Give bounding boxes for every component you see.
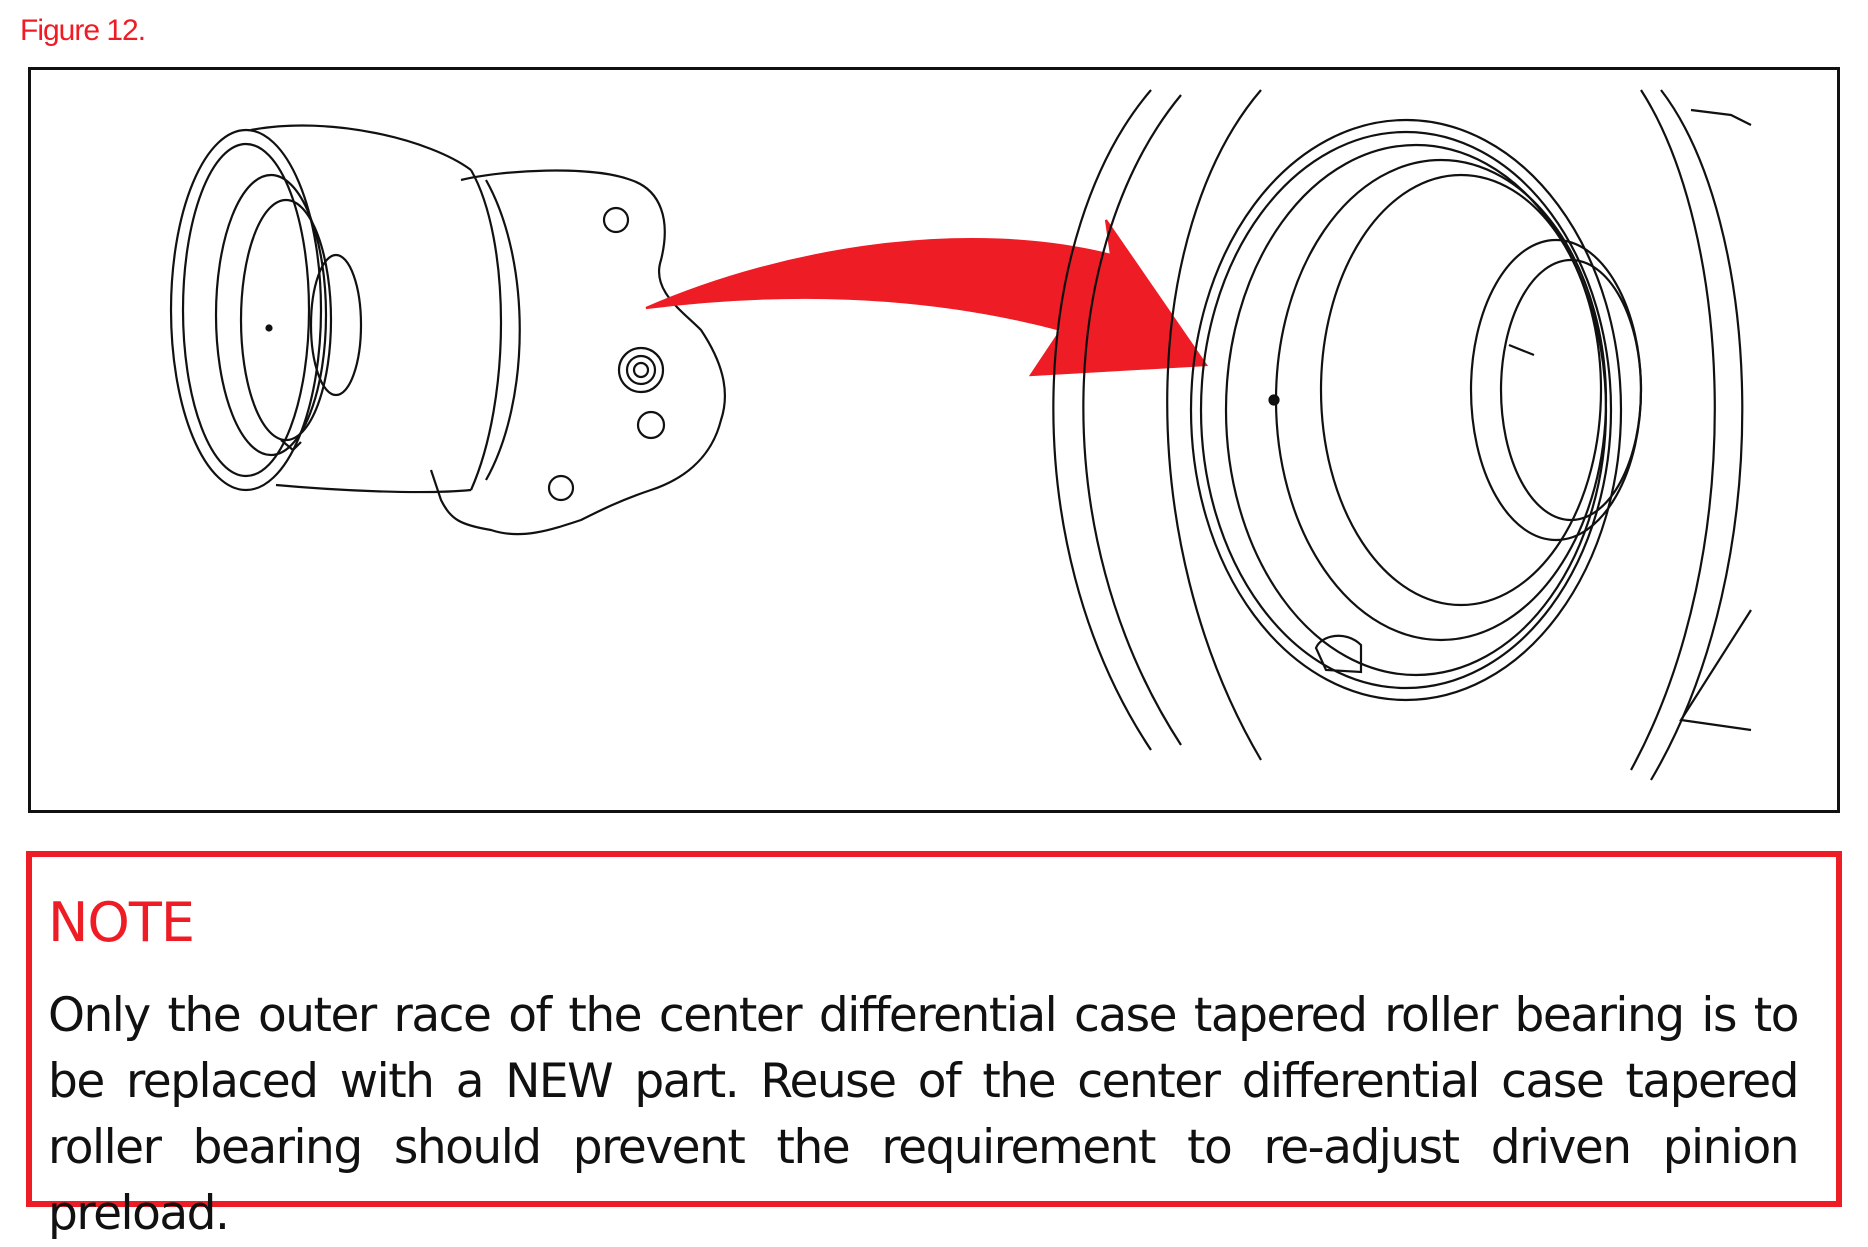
direction-arrow — [645, 219, 1209, 377]
bearing-illustration — [169, 89, 1752, 781]
note-body-text: Only the outer race of the center differ… — [48, 988, 1800, 1241]
note-title: NOTE — [48, 891, 195, 954]
figure-illustration-frame — [28, 67, 1840, 813]
bearing-retainer-drawing — [169, 124, 726, 536]
note-box: NOTE Only the outer race of the center d… — [26, 851, 1842, 1241]
differential-case-bore-drawing — [1052, 89, 1752, 781]
figure-caption: Figure 12. — [20, 14, 146, 47]
